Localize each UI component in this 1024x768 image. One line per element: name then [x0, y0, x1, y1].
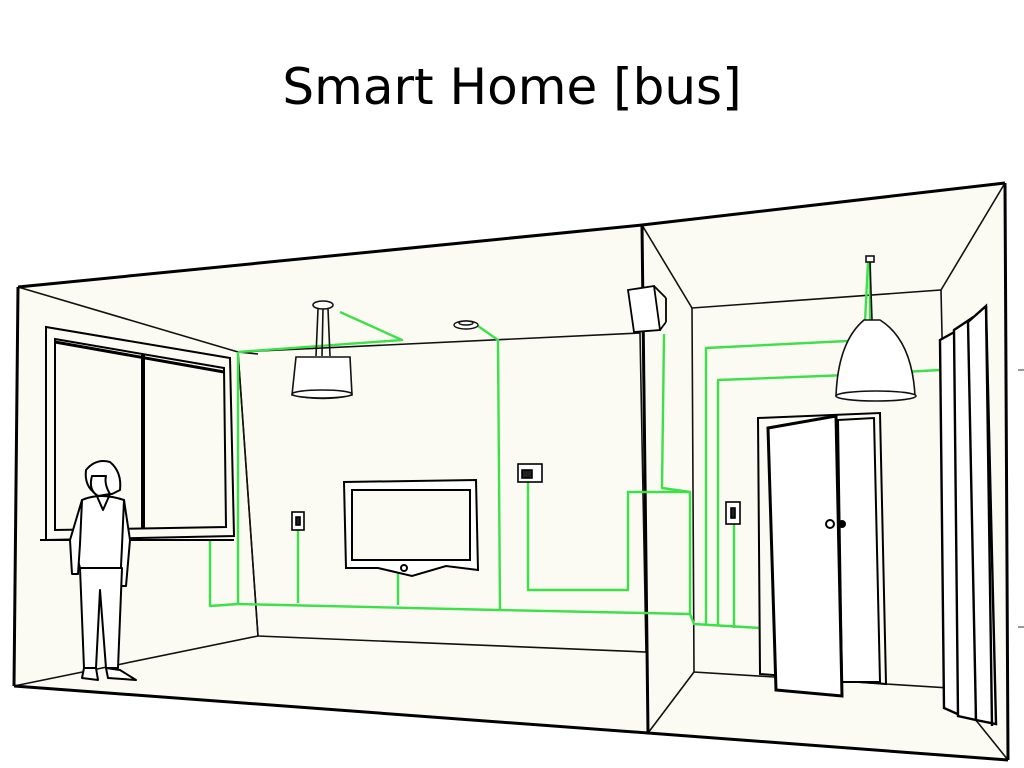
smoke-detector: [453, 320, 479, 330]
bus-wiring: [208, 261, 941, 630]
door: [756, 411, 888, 698]
edge-ticks: [1018, 369, 1024, 628]
control-box: [626, 284, 667, 333]
light-switch: [291, 511, 305, 531]
window: [40, 325, 236, 542]
slide-title: Smart Home [bus]: [282, 58, 742, 116]
bell-pendant-lamp: [835, 255, 917, 402]
tv-screen: [342, 478, 480, 578]
wardrobe-doors: [938, 303, 998, 727]
light-switch-side: [725, 501, 741, 525]
pendant-lamp: [291, 300, 353, 400]
person: [69, 460, 137, 681]
wall-thermostat: [517, 463, 543, 483]
